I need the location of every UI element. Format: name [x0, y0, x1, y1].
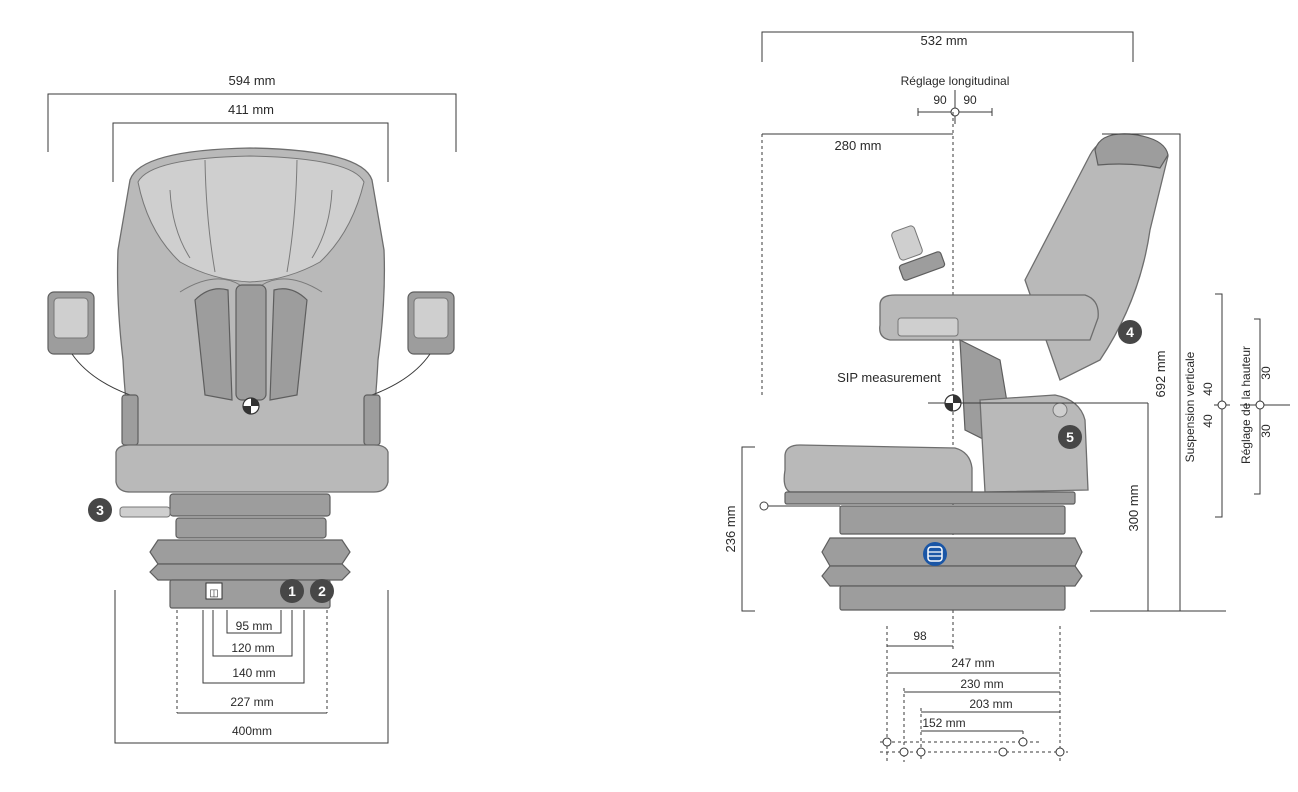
seat-front-illustration: ◫ [47, 147, 455, 609]
vert-up-label: 40 [1201, 382, 1215, 396]
vertical-label: Suspension verticale [1183, 351, 1197, 462]
side-view: 532 mm Réglage longitudinal 90 90 280 mm [723, 31, 1290, 762]
d120-label: 120 mm [231, 641, 274, 655]
overall-depth-label: 532 mm [921, 33, 968, 48]
d98-label: 98 [913, 629, 927, 643]
d140-label: 140 mm [232, 666, 275, 680]
long-back-label: 90 [933, 93, 947, 107]
base-width-label: 400mm [232, 724, 272, 738]
sip-label: SIP measurement [837, 370, 941, 385]
overall-width-label: 594 mm [229, 73, 276, 88]
side-cushion [783, 444, 973, 493]
badge-5: 5 [1058, 425, 1082, 449]
backrest-width-bracket [112, 122, 389, 182]
long-fwd-label: 90 [963, 93, 977, 107]
longitudinal-label: Réglage longitudinal [901, 74, 1010, 88]
air-suspension-icon [923, 542, 947, 566]
badge-2: 2 [310, 579, 334, 603]
hadj-down-label: 30 [1259, 424, 1273, 438]
d120-bracket [212, 610, 293, 657]
vert-down-label: 40 [1201, 414, 1215, 428]
mounting-holes [880, 737, 1068, 757]
base-width-bracket [114, 590, 389, 744]
badge-3: 3 [88, 498, 112, 522]
sip-offset-label: 280 mm [835, 138, 882, 153]
d203-label: 203 mm [969, 697, 1012, 711]
height-236-label: 236 mm [723, 506, 738, 553]
badge-4: 4 [1118, 320, 1142, 344]
overall-width-bracket [47, 93, 457, 152]
svg-text:5: 5 [1066, 429, 1074, 445]
svg-text:2: 2 [318, 583, 326, 599]
side-backrest [1024, 136, 1169, 381]
backrest-ribs [179, 278, 323, 401]
height-total-label: 692 mm [1153, 351, 1168, 398]
backrest-width-label: 411 mm [228, 102, 274, 117]
height-300-label: 300 mm [1126, 485, 1141, 532]
seat-cushion [115, 444, 389, 493]
svg-text:3: 3 [96, 502, 104, 518]
badge-1: 1 [280, 579, 304, 603]
d230-label: 230 mm [960, 677, 1003, 691]
front-view: 594 mm 411 mm [47, 73, 457, 744]
d152-label: 152 mm [922, 716, 965, 730]
d95-bracket [226, 610, 282, 634]
d95-label: 95 mm [236, 619, 273, 633]
svg-text:◫: ◫ [209, 588, 218, 599]
d140-bracket [202, 610, 305, 684]
overall-depth-bracket [761, 31, 1134, 62]
d247-label: 247 mm [951, 656, 994, 670]
seat-side-illustration [759, 133, 1169, 611]
hadj-up-label: 30 [1259, 366, 1273, 380]
svg-text:1: 1 [288, 583, 296, 599]
seatbelt-buckle [891, 225, 946, 281]
d227-label: 227 mm [230, 695, 273, 709]
svg-text:4: 4 [1126, 324, 1134, 340]
lever [119, 506, 171, 518]
